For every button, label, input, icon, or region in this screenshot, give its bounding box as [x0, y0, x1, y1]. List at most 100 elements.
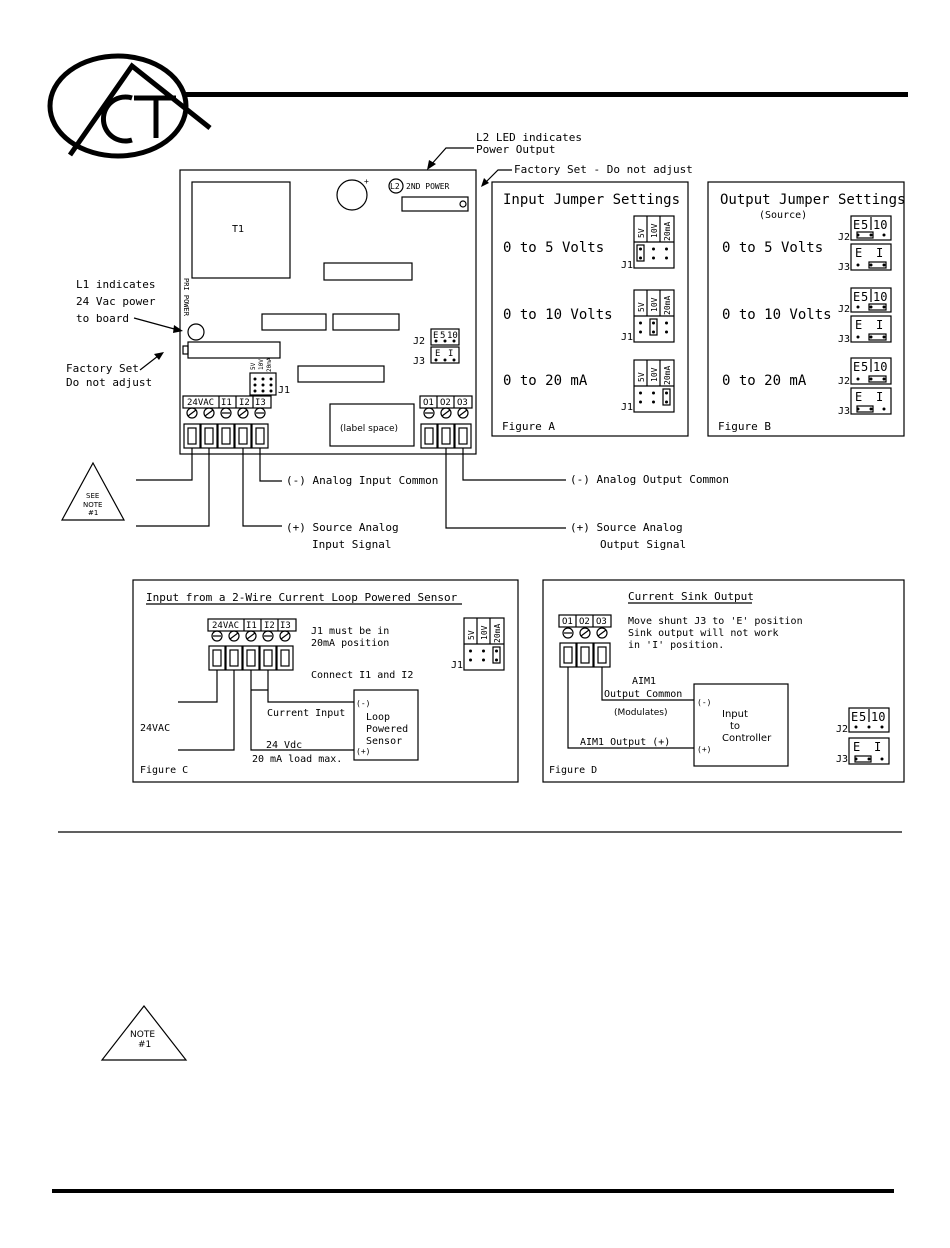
svg-text:5: 5: [861, 360, 868, 374]
figure-b-row2-jumpers: E 5 10 J2 E I J3: [838, 287, 892, 345]
input-wires: [136, 448, 282, 527]
svg-text:J3: J3: [836, 754, 848, 765]
figure-b-row1: 0 to 5 Volts: [722, 240, 823, 256]
svg-text:10V: 10V: [650, 367, 659, 382]
header-rule: [186, 92, 908, 97]
figure-d-note-3: in 'I' position.: [628, 640, 724, 651]
svg-text:J3: J3: [838, 406, 850, 417]
svg-text:5: 5: [861, 290, 868, 304]
figure-c-current-input-label: Current Input: [267, 708, 345, 719]
output-terminal-blocks: [420, 423, 472, 449]
l2-callout-leader: [429, 147, 474, 167]
svg-text:10V: 10V: [650, 223, 659, 238]
factory-top-leader: [483, 169, 512, 185]
figure-d-note-2: Sink output will not work: [628, 628, 779, 639]
svg-text:10: 10: [873, 218, 887, 232]
figure-d-current-sink-output: Current Sink Output Move shunt J3 to 'E'…: [542, 579, 905, 783]
figure-d-title: Current Sink Output: [628, 590, 754, 603]
svg-text:10: 10: [447, 331, 458, 341]
factory-left-leader: [139, 355, 159, 371]
output-terminal-screws: [423, 407, 469, 419]
note-1-triangle: NOTE #1: [100, 1005, 188, 1061]
figure-a-j1-5v: 5V 10V 20mA J1: [621, 215, 675, 271]
figure-b-row3: 0 to 20 mA: [722, 373, 807, 389]
svg-text:E: E: [855, 246, 862, 260]
t1-label: T1: [232, 224, 244, 235]
source-analog-output-label-1: (+) Source Analog: [570, 521, 683, 534]
source-analog-input-label-1: (+) Source Analog: [286, 521, 399, 534]
svg-text:O1: O1: [562, 617, 573, 627]
svg-text:Loop: Loop: [366, 712, 390, 723]
figure-b-row3-jumpers: E 5 10 J2 E I J3: [838, 357, 892, 417]
transformer-t1: [191, 181, 291, 279]
input-terminal-blocks: [183, 423, 269, 449]
second-power-label: 2ND POWER: [406, 182, 450, 191]
svg-text:5: 5: [440, 331, 445, 341]
board-j3-label: J3: [413, 356, 425, 367]
svg-text:24VAC: 24VAC: [212, 621, 239, 631]
label-space-box: [329, 403, 415, 447]
svg-text:E: E: [435, 349, 440, 359]
board-j2-header: [430, 328, 460, 346]
potentiometer: [187, 341, 281, 359]
svg-text:E: E: [853, 740, 860, 754]
figure-d-note-1: Move shunt J3 to 'E' position: [628, 616, 803, 627]
see-note-triangle: SEE NOTE #1: [60, 461, 126, 521]
source-analog-output-label-2: Output Signal: [600, 538, 686, 551]
figure-c-load-label: 20 mA load max.: [252, 754, 342, 765]
svg-text:J2: J2: [836, 724, 848, 735]
capacitor: [336, 179, 368, 211]
figure-d-aim1-output-label: AIM1 Output (+): [580, 737, 670, 748]
figure-a-row1: 0 to 5 Volts: [503, 240, 604, 256]
svg-text:I: I: [876, 318, 883, 332]
svg-text:5V: 5V: [637, 372, 646, 382]
figure-d-aim1-label: AIM1: [632, 676, 656, 687]
svg-text:NOTE: NOTE: [130, 1030, 155, 1040]
factory-left-line2: Do not adjust: [66, 376, 152, 389]
svg-text:E: E: [855, 390, 862, 404]
led-l1: [187, 323, 205, 341]
figure-d-caption: Figure D: [549, 765, 597, 776]
board-outline: [179, 169, 477, 455]
svg-text:E: E: [853, 290, 860, 304]
svg-text:J2: J2: [838, 304, 850, 315]
terminal-o3-label: O3: [457, 398, 468, 408]
figure-b-row1-jumpers: E 5 10 J2 E I J3: [838, 215, 892, 273]
terminal-i2-label: I2: [239, 398, 250, 408]
svg-text:20mA: 20mA: [493, 624, 502, 643]
svg-text:O2: O2: [579, 617, 590, 627]
figure-c-current-loop-sensor: Input from a 2-Wire Current Loop Powered…: [132, 579, 519, 783]
terminal-o1-label: O1: [423, 398, 434, 408]
loop-powered-sensor-box: [353, 689, 419, 761]
svg-text:20mA: 20mA: [266, 357, 273, 372]
svg-text:J2: J2: [838, 376, 850, 387]
figure-a-j1-10v: 5V 10V 20mA J1: [621, 289, 675, 343]
svg-text:J1: J1: [621, 260, 633, 271]
svg-text:10: 10: [873, 360, 887, 374]
l1-callout-line3: to board: [76, 312, 129, 325]
svg-text:(+): (+): [356, 747, 370, 756]
ic-chip-3: [332, 313, 400, 331]
svg-text:J1: J1: [621, 402, 633, 413]
svg-text:SEE: SEE: [86, 492, 99, 500]
svg-text:10V: 10V: [480, 625, 489, 640]
figure-c-24vdc-label: 24 Vdc: [266, 740, 302, 751]
svg-text:10V: 10V: [650, 297, 659, 312]
svg-text:20mA: 20mA: [663, 296, 672, 315]
svg-text:10: 10: [871, 710, 885, 724]
output-wires: [445, 448, 566, 529]
svg-text:Input: Input: [722, 709, 748, 720]
source-analog-input-label-2: Input Signal: [312, 538, 391, 551]
analog-output-common-label: (-) Analog Output Common: [570, 473, 729, 486]
input-terminal-screws: [186, 407, 266, 419]
svg-text:J2: J2: [838, 232, 850, 243]
svg-text:5V: 5V: [467, 630, 476, 640]
figure-c-title: Input from a 2-Wire Current Loop Powered…: [146, 591, 458, 604]
svg-text:I: I: [876, 390, 883, 404]
figure-c-j1-note-2: 20mA position: [311, 638, 389, 649]
label-space-text: (label space): [340, 424, 398, 434]
figure-a-title: Input Jumper Settings: [503, 192, 680, 208]
board-j1-header: [249, 372, 277, 396]
svg-text:#1: #1: [88, 509, 98, 517]
